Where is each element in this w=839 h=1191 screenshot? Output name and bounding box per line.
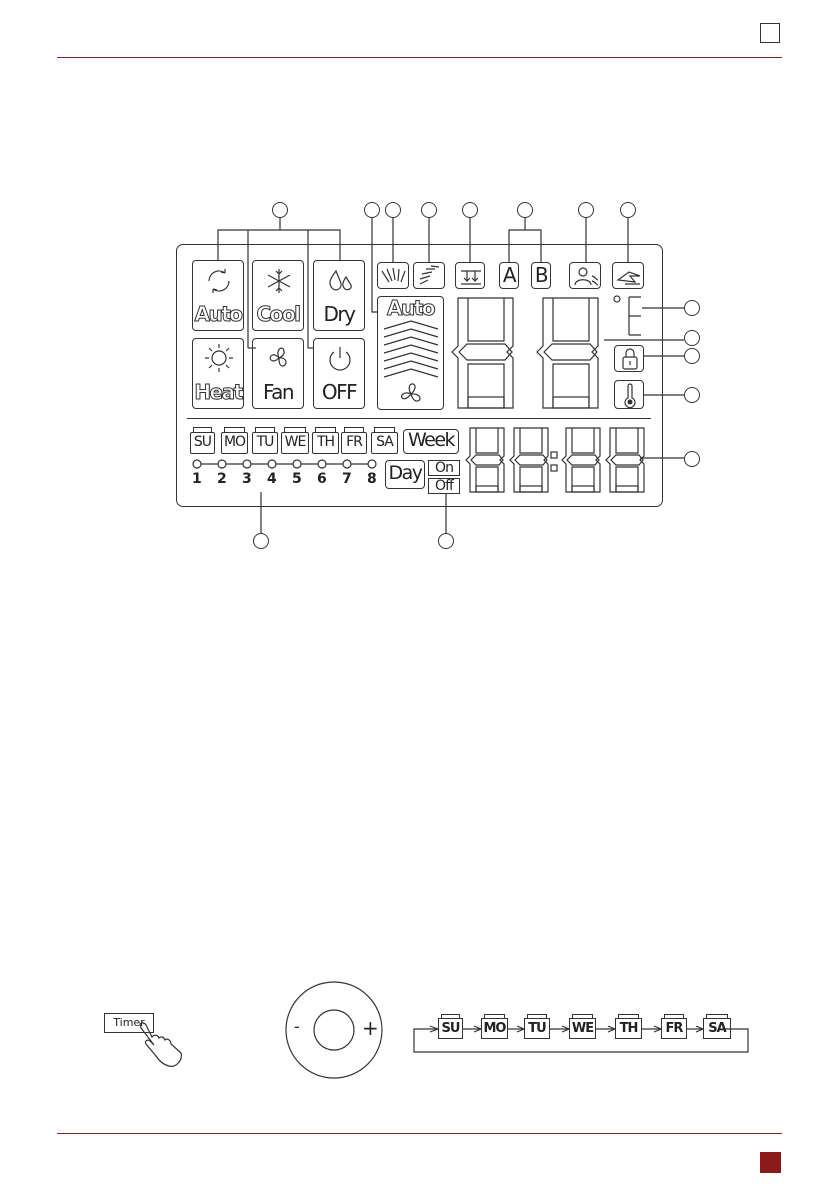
mode-dry: Dry: [313, 260, 365, 331]
day-fr: FR: [341, 432, 367, 454]
off-indicator: Off: [428, 478, 460, 494]
swing-horizontal: [413, 262, 445, 289]
mode-fan: Fan: [252, 338, 304, 409]
day-sa: SA: [371, 432, 398, 454]
follow-me: [569, 262, 601, 289]
mode-off: OFF: [313, 338, 365, 409]
mode-auto-label: Auto: [193, 302, 243, 326]
timer-slot-track: [190, 459, 380, 471]
fan-icon: [253, 339, 305, 379]
pointing-hand-icon: [136, 1020, 186, 1070]
on-indicator: On: [428, 460, 460, 476]
dial-plus: +: [362, 1016, 379, 1040]
dial-minus: -: [294, 1017, 300, 1036]
slot-7: 7: [342, 471, 352, 487]
day-label: Day: [386, 462, 424, 484]
clock-colon: [550, 450, 560, 490]
sequence-mo: MO: [481, 1018, 508, 1039]
filter: [455, 262, 485, 289]
day-indicator: Day: [385, 460, 425, 489]
mode-off-label: OFF: [314, 380, 364, 404]
zone-b: B: [531, 262, 551, 289]
celsius-icon: [611, 293, 641, 339]
sequence-sa: SA: [703, 1018, 731, 1039]
mode-auto: Auto: [192, 260, 244, 331]
clock-digit-1: [466, 426, 516, 496]
swing-vertical: [377, 262, 409, 289]
mode-heat-label: Heat: [193, 380, 243, 404]
mode-heat: Heat: [192, 338, 244, 409]
fan-speed-panel: Auto: [377, 296, 444, 410]
temperature-digit-tens: [452, 296, 532, 411]
zone-b-label: B: [532, 263, 550, 287]
day-tu: TU: [252, 432, 278, 454]
sequence-th: TH: [615, 1018, 642, 1039]
lock-icon: [615, 346, 645, 373]
power-icon: [314, 339, 366, 379]
day-su: SU: [190, 432, 215, 454]
turbo-icon: [613, 263, 645, 290]
footer-rule: [57, 1133, 782, 1134]
day-mo: MO: [221, 432, 248, 454]
clock-digit-4: [606, 426, 656, 496]
day-th: TH: [312, 432, 339, 454]
lcd-divider: [187, 418, 651, 419]
sequence-fr: FR: [661, 1018, 687, 1039]
lock: [614, 345, 644, 372]
mode-fan-label: Fan: [253, 380, 303, 404]
zone-a: A: [499, 262, 519, 289]
slot-2: 2: [217, 471, 227, 487]
page-marker: [760, 1152, 781, 1173]
snowflake-icon: [253, 261, 305, 301]
slot-3: 3: [242, 471, 252, 487]
swing-horizontal-icon: [414, 263, 446, 290]
day-we: WE: [281, 432, 309, 454]
sequence-we: WE: [569, 1018, 596, 1039]
slot-5: 5: [292, 471, 302, 487]
person-icon: [570, 263, 602, 290]
slot-4: 4: [267, 471, 277, 487]
water-drops-icon: [314, 261, 366, 301]
slot-1: 1: [192, 471, 202, 487]
swing-vertical-icon: [378, 263, 410, 290]
mode-cool-label: Cool: [253, 302, 303, 326]
turbo: [612, 262, 644, 289]
slot-6: 6: [317, 471, 327, 487]
room-temperature: [614, 380, 644, 409]
filter-icon: [456, 263, 486, 290]
sequence-su: SU: [438, 1018, 463, 1039]
sun-icon: [193, 339, 245, 379]
temperature-digit-units: [537, 296, 617, 411]
zone-a-label: A: [500, 263, 518, 287]
week-indicator: Week: [403, 429, 459, 454]
sequence-tu: TU: [524, 1018, 550, 1039]
fan-speed-bars: [378, 297, 445, 411]
mode-cool: Cool: [252, 260, 304, 331]
thermometer-icon: [615, 381, 645, 410]
mode-dry-label: Dry: [314, 302, 364, 326]
slot-8: 8: [367, 471, 377, 487]
recycle-arrows-icon: [193, 261, 245, 301]
clock-digit-3: [562, 426, 612, 496]
week-label: Week: [404, 429, 458, 451]
